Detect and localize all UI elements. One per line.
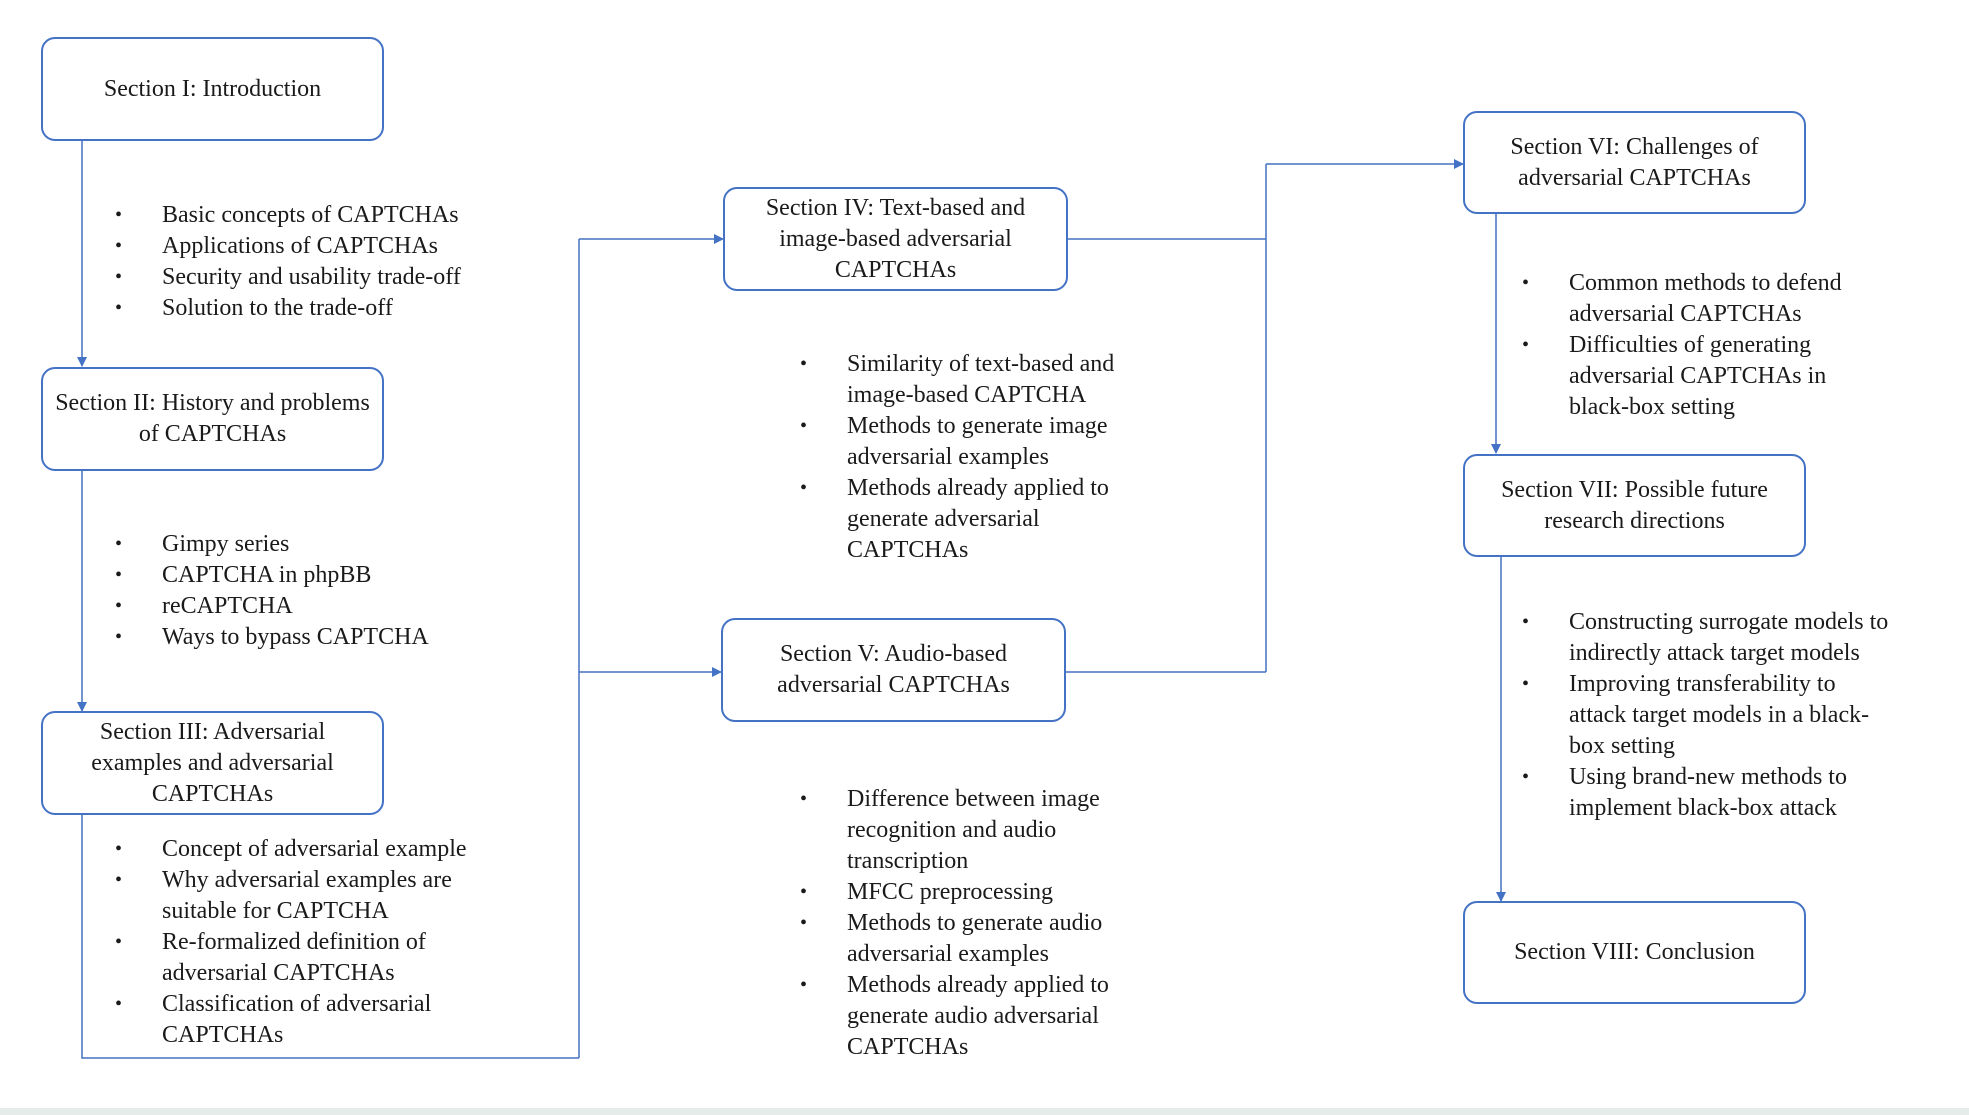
section-8-title: Section VIII: Conclusion	[1514, 939, 1755, 965]
bullet-item: Methods to generate audio adversarial ex…	[800, 908, 1140, 970]
section-5-title: Section V: Audio-based adversarial CAPTC…	[777, 641, 1010, 698]
section-8-box: Section VIII: Conclusion	[1463, 901, 1806, 1004]
bullet-item: Using brand-new methods to implement bla…	[1522, 762, 1897, 824]
section-7-bullets: Constructing surrogate models to indirec…	[1522, 607, 1897, 824]
bullet-item: reCAPTCHA	[115, 591, 515, 622]
section-3-box: Section III: Adversarial examples and ad…	[41, 711, 384, 815]
bottom-strip	[0, 1108, 1969, 1115]
bullet-item: Basic concepts of CAPTCHAs	[115, 200, 515, 231]
section-2-bullets: Gimpy series CAPTCHA in phpBB reCAPTCHA …	[115, 529, 515, 653]
bullet-item: Methods already applied to generate adve…	[800, 473, 1140, 566]
section-1-bullets: Basic concepts of CAPTCHAs Applications …	[115, 200, 515, 324]
section-5-bullets: Difference between image recognition and…	[800, 784, 1140, 1063]
bullet-item: Improving transferability to attack targ…	[1522, 669, 1897, 762]
section-4-title: Section IV: Text-based and image-based a…	[765, 194, 1026, 283]
connector-section3-bottom	[81, 815, 579, 1059]
bullet-item: Common methods to defend adversarial CAP…	[1522, 268, 1862, 330]
bullet-item: Applications of CAPTCHAs	[115, 231, 515, 262]
bullet-item: Why adversarial examples are suitable fo…	[115, 865, 487, 927]
bullet-item: Security and usability trade-off	[115, 262, 515, 293]
bullet-item: Ways to bypass CAPTCHA	[115, 622, 515, 653]
bullet-item: Difficulties of generating adversarial C…	[1522, 330, 1862, 423]
bullet-item: Classification of adversarial CAPTCHAs	[115, 989, 487, 1051]
section-6-bullets: Common methods to defend adversarial CAP…	[1522, 268, 1862, 423]
bullet-item: MFCC preprocessing	[800, 877, 1140, 908]
section-2-box: Section II: History and problems of CAPT…	[41, 367, 384, 471]
section-4-bullets: Similarity of text-based and image-based…	[800, 349, 1140, 566]
bullet-item: Gimpy series	[115, 529, 515, 560]
section-7-title: Section VII: Possible future research di…	[1501, 476, 1768, 534]
section-1-box: Section I: Introduction	[41, 37, 384, 141]
section-5-box: Section V: Audio-based adversarial CAPTC…	[721, 618, 1066, 722]
section-7-box: Section VII: Possible future research di…	[1463, 454, 1806, 557]
section-6-title: Section VI: Challenges of adversarial CA…	[1510, 133, 1759, 191]
bullet-item: Concept of adversarial example	[115, 834, 515, 865]
bullet-item: Constructing surrogate models to indirec…	[1522, 607, 1897, 669]
section-4-box: Section IV: Text-based and image-based a…	[723, 187, 1068, 291]
section-2-title: Section II: History and problems of CAPT…	[55, 390, 370, 447]
bullet-item: Solution to the trade-off	[115, 293, 515, 324]
section-3-bullets: Concept of adversarial example Why adver…	[115, 834, 515, 1051]
bullet-item: Difference between image recognition and…	[800, 784, 1140, 877]
bullet-item: Re-formalized definition of adversarial …	[115, 927, 487, 989]
section-6-box: Section VI: Challenges of adversarial CA…	[1463, 111, 1806, 214]
bullet-item: CAPTCHA in phpBB	[115, 560, 515, 591]
bullet-item: Methods already applied to generate audi…	[800, 970, 1140, 1063]
bullet-item: Methods to generate image adversarial ex…	[800, 411, 1140, 473]
section-3-title: Section III: Adversarial examples and ad…	[91, 718, 334, 807]
section-1-title: Section I: Introduction	[103, 75, 322, 102]
bullet-item: Similarity of text-based and image-based…	[800, 349, 1140, 411]
